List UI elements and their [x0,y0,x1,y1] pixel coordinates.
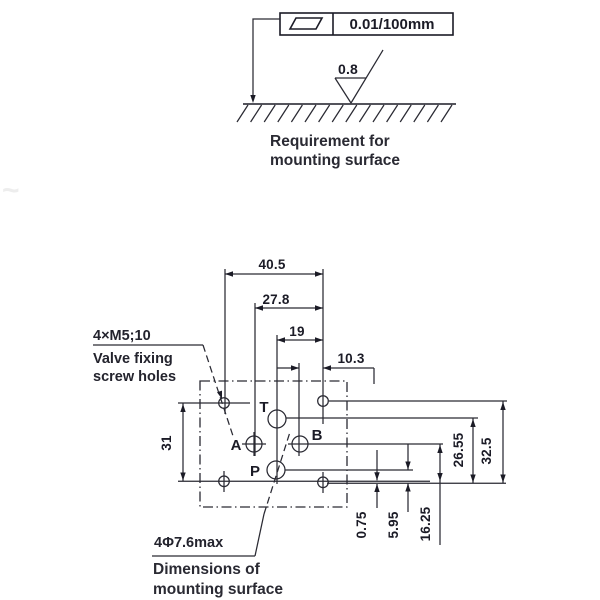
top-caption-line1: Requirement for [270,133,390,150]
port-p-label: P [250,463,260,480]
dim-label-16-25: 16.25 [418,506,433,541]
leader-lines [93,344,291,557]
flatness-callout: 0.01/100mm [250,12,454,103]
dimension-labels: 40.5 27.8 19 10.3 31 26.55 32.5 0.75 5.9… [159,257,494,541]
dimension-lines [182,273,504,545]
dim-label-26-55: 26.55 [451,432,466,467]
roughness-value-label: 0.8 [338,61,358,77]
hole-note-leader-dashed [263,431,291,515]
dim-label-0-75: 0.75 [354,511,369,538]
port-holes [245,409,309,480]
screw-note-leader-dashed [202,344,234,437]
port-t-circle [267,409,287,429]
dim-label-19: 19 [289,324,304,339]
screw-hole-bottom-right [317,476,329,489]
port-p-circle [266,460,286,480]
feature-control-frame [279,12,454,36]
hole-note-line3: mounting surface [153,581,283,598]
port-labels: T A B P [231,399,323,480]
hole-note-leader-solid [254,513,265,557]
dim-label-5-95: 5.95 [386,511,401,538]
hole-note-line1: 4Φ7.6max [154,535,223,551]
dim-label-31: 31 [159,435,174,451]
annotation-notes: 4×M5;10 Valve fixing screw holes 4Φ7.6ma… [93,328,283,598]
port-b-label: B [312,427,323,444]
hole-note-line2: Dimensions of [153,561,261,578]
screw-note-line2: Valve fixing [93,351,173,367]
screw-hole-bottom-left [218,475,230,488]
port-b-circle [291,435,309,453]
dimension-arrowheads [180,271,506,492]
screw-hole-top-right [317,395,329,407]
roughness-callout: 0.8 [334,49,384,104]
port-t-label: T [259,399,268,416]
mounting-surface-section: Requirement for mounting surface [236,103,456,169]
horizontal-witness-lines [178,400,507,484]
watermark-smudge: ~ [2,174,20,207]
dim-label-32-5: 32.5 [479,437,494,464]
roughness-symbol-icon [334,49,384,104]
screw-note-line1: 4×M5;10 [93,328,151,344]
flatness-value-label: 0.01/100mm [349,16,434,33]
screw-note-leader-arrowhead [217,390,222,399]
frame-leader-line [252,18,280,96]
flatness-parallelogram-icon [288,17,324,30]
dim-label-27-8: 27.8 [262,292,289,307]
top-caption-line2: mounting surface [270,152,400,169]
dim-label-10-3: 10.3 [337,351,364,366]
frame-leader-arrowhead [250,95,256,103]
surface-hatching [236,104,453,123]
dim-label-40-5: 40.5 [258,257,285,272]
screw-note-line3: screw holes [93,369,176,385]
port-a-label: A [231,437,242,454]
